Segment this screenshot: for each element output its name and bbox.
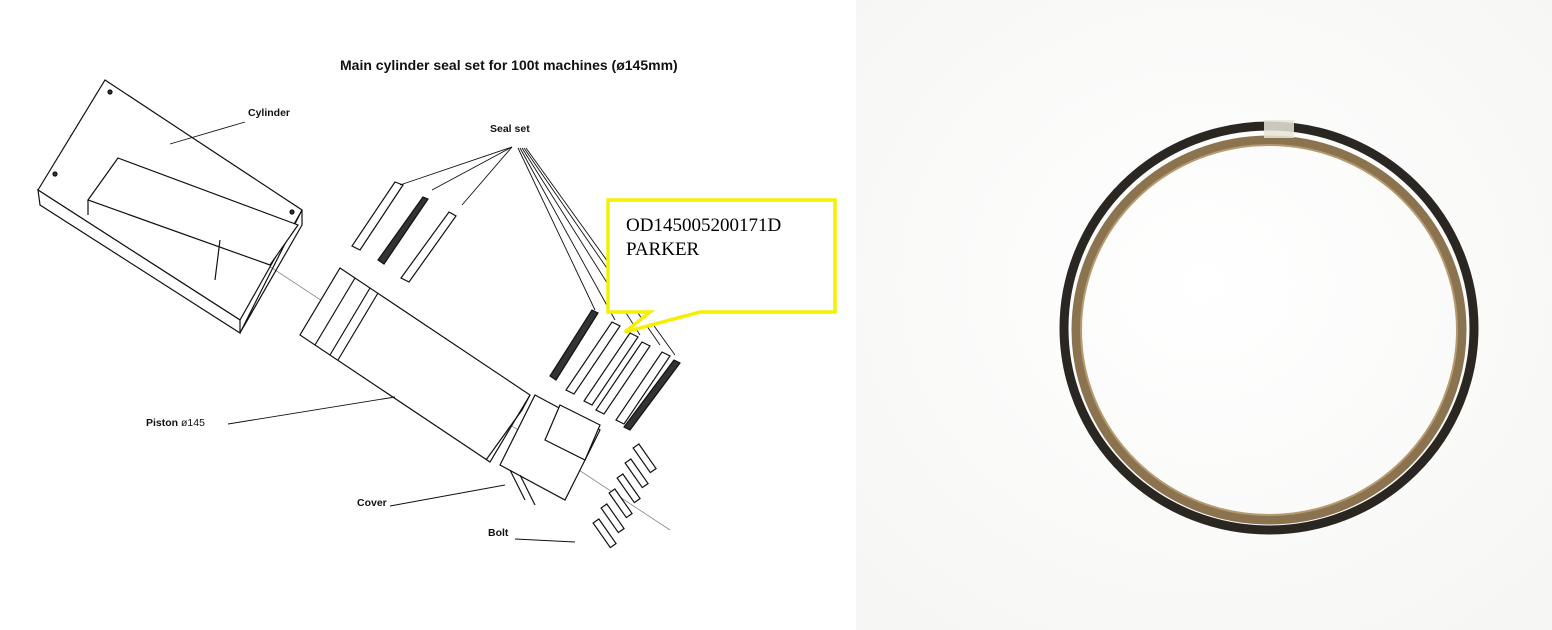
seal-set-lower: [549, 309, 681, 431]
cylinder-part: [37, 79, 303, 335]
diagram-drawing: [37, 79, 837, 549]
label-seal-set: Seal set: [490, 123, 530, 135]
callout-bubble: [606, 198, 837, 334]
exploded-diagram: Main cylinder seal set for 100t machines…: [37, 57, 837, 549]
diagram-title: Main cylinder seal set for 100t machines…: [340, 57, 678, 73]
label-cylinder: Cylinder: [248, 107, 291, 119]
seal-ring-image: [856, 0, 1552, 630]
callout-brand: PARKER: [626, 239, 700, 260]
label-piston-name: Piston: [146, 417, 179, 429]
label-bolt: Bolt: [488, 527, 509, 539]
callout-part-number: OD145005200171D: [626, 215, 782, 236]
label-piston: Piston ø145: [146, 417, 205, 429]
piston-part: [299, 267, 531, 463]
inner-bronze-ring: [1071, 135, 1467, 525]
tape-marker: [1264, 120, 1294, 138]
bolt-parts: [592, 443, 657, 549]
seal-set-upper: [351, 181, 457, 283]
callout-text: OD145005200171D PARKER: [626, 214, 781, 262]
cover-part: [499, 394, 601, 506]
label-piston-diameter: ø145: [181, 417, 205, 429]
seal-ring-photo: [856, 0, 1552, 630]
label-cover: Cover: [357, 497, 387, 509]
